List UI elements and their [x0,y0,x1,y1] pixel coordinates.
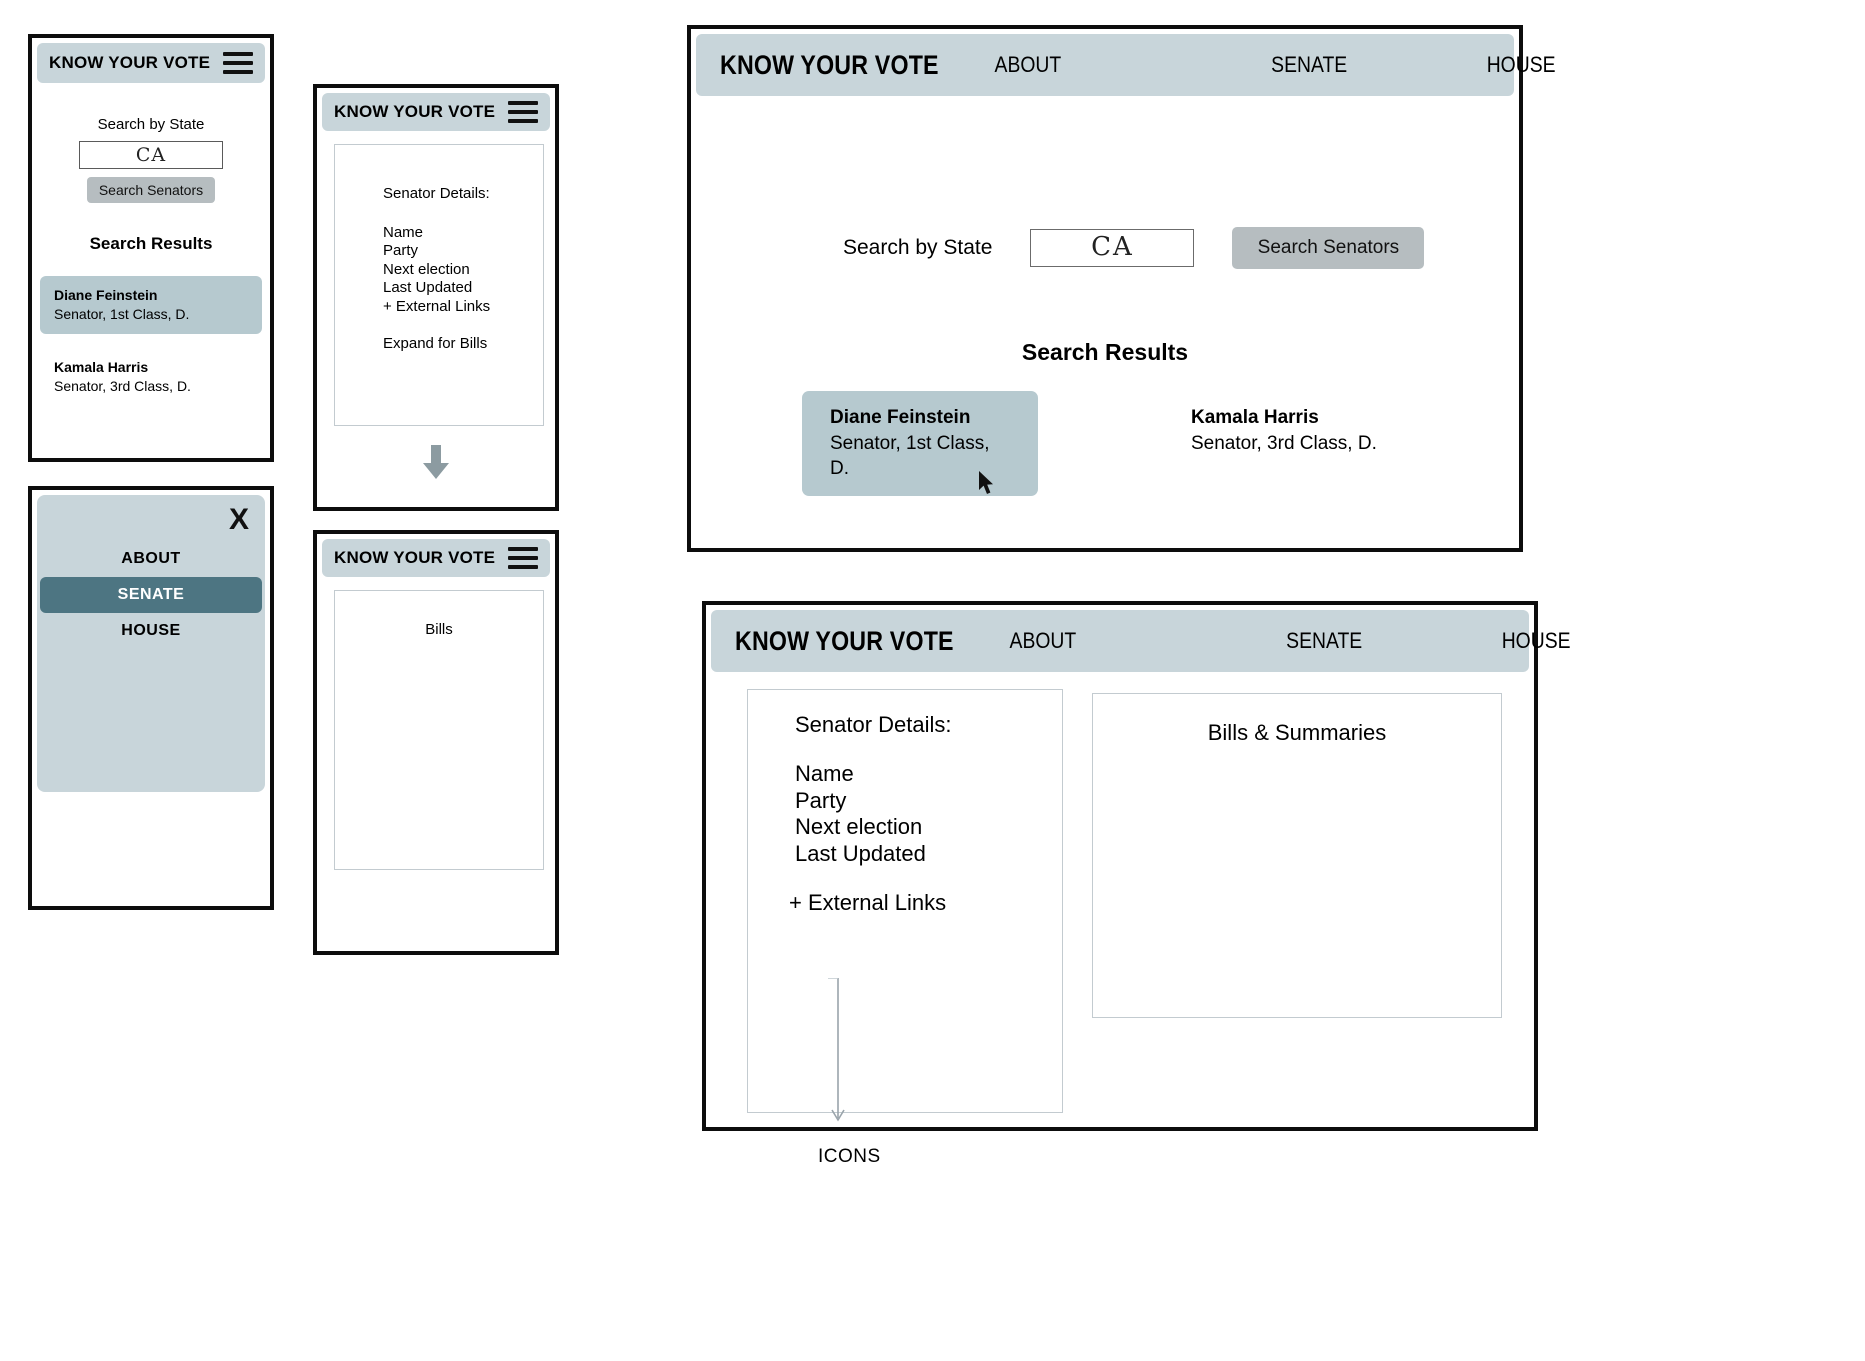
bills-summaries-title: Bills & Summaries [1207,720,1387,745]
desktop-search-row: Search by State CA Search Senators [843,227,1425,269]
bills-title: Bills [425,621,453,638]
search-senators-button[interactable]: Search Senators [1232,227,1425,269]
result-item[interactable]: Kamala Harris Senator, 3rd Class, D. [1191,405,1377,456]
mouse-cursor-icon [979,471,993,494]
mobile-appbar: KNOW YOUR VOTE [322,93,550,131]
search-results-heading: Search Results [1021,339,1189,365]
result-name: Kamala Harris [1191,407,1319,428]
app-brand: KNOW YOUR VOTE [735,625,954,656]
bills-summaries-panel: Bills & Summaries [1092,693,1502,1018]
menu-item-senate[interactable]: SENATE [40,577,262,613]
mobile-appbar: KNOW YOUR VOTE [37,43,265,83]
desktop-appbar: KNOW YOUR VOTE ABOUT SENATE HOUSE [696,34,1556,96]
app-brand: KNOW YOUR VOTE [49,53,211,72]
detail-field-next-election: Next election [383,260,470,278]
app-brand: KNOW YOUR VOTE [720,49,939,80]
result-subtitle: Senator, 3rd Class, D. [1191,432,1377,454]
desktop-frame-detail: KNOW YOUR VOTE ABOUT SENATE HOUSE Senato… [702,601,1571,1167]
detail-field-party: Party [383,242,419,260]
nav-item-house[interactable]: HOUSE [1501,628,1571,653]
external-links-toggle[interactable]: + External Links [789,890,947,916]
hamburger-menu-icon[interactable] [508,547,538,569]
mobile-frame-detail: KNOW YOUR VOTE Senator Details: Name Par… [313,84,559,511]
nav-item-house[interactable]: HOUSE [1486,52,1556,77]
mobile-frame-menu: X ABOUT SENATE HOUSE [28,486,274,910]
nav-item-senate[interactable]: SENATE [1285,628,1363,653]
nav-item-senate[interactable]: SENATE [1270,52,1348,77]
detail-field-name: Name [383,223,424,241]
close-icon: X [228,503,249,536]
expand-for-bills-toggle[interactable]: Expand for Bills [383,334,488,352]
result-name: Kamala Harris [54,358,149,375]
result-item[interactable]: Kamala Harris Senator, 3rd Class, D. [40,348,262,406]
state-search-input[interactable]: CA [79,141,223,169]
state-search-input[interactable]: CA [1030,229,1195,267]
result-item-selected[interactable]: Diane Feinstein Senator, 1st Class, D. [40,276,262,334]
desktop-appbar: KNOW YOUR VOTE ABOUT SENATE HOUSE [711,610,1571,672]
result-subtitle: Senator, 1st Class, D. [830,432,990,480]
search-results-heading: Search Results [89,234,213,253]
nav-item-about[interactable]: ABOUT [1009,628,1077,653]
result-subtitle: Senator, 3rd Class, D. [54,377,191,394]
senator-details-title: Senator Details: [383,185,490,202]
desktop-frame-search: KNOW YOUR VOTE ABOUT SENATE HOUSE Search… [687,25,1556,552]
app-brand: KNOW YOUR VOTE [334,102,496,121]
search-by-state-label: Search by State [843,236,993,259]
result-name: Diane Feinstein [830,407,971,428]
search-by-state-label: Search by State [97,116,205,133]
detail-field-party: Party [795,787,847,813]
senator-detail-panel: Senator Details: Name Party Next electio… [747,689,1063,1167]
external-links-toggle[interactable]: + External Links [383,297,491,315]
menu-item-house[interactable]: HOUSE [121,622,181,639]
arrow-down-icon[interactable] [421,445,451,481]
detail-field-last-updated: Last Updated [795,841,926,867]
mobile-frame-search: KNOW YOUR VOTE Search by State CA Search… [28,34,274,462]
menu-item-about[interactable]: ABOUT [121,550,181,567]
detail-field-next-election: Next election [795,814,923,840]
icons-label: ICONS [818,1146,881,1167]
close-menu-button[interactable]: X [229,505,249,535]
mobile-frame-bills: KNOW YOUR VOTE Bills [313,530,559,955]
search-senators-button[interactable]: Search Senators [86,177,216,203]
mobile-appbar: KNOW YOUR VOTE [322,539,550,577]
hamburger-menu-icon[interactable] [508,101,538,123]
app-brand: KNOW YOUR VOTE [334,548,496,567]
bills-card: Bills [334,590,544,870]
senator-detail-card: Senator Details: Name Party Next electio… [334,144,544,426]
connector-arrow-down-icon [828,978,845,1122]
mobile-menu-overlay: X ABOUT SENATE HOUSE [37,495,265,792]
hamburger-menu-icon[interactable] [223,52,253,74]
result-subtitle: Senator, 1st Class, D. [54,305,190,322]
detail-field-name: Name [795,760,854,786]
result-item-selected[interactable]: Diane Feinstein Senator, 1st Class, D. [802,391,1038,496]
senator-details-title: Senator Details: [795,712,952,737]
result-name: Diane Feinstein [54,287,158,303]
nav-item-about[interactable]: ABOUT [994,52,1062,77]
detail-field-last-updated: Last Updated [383,279,473,297]
